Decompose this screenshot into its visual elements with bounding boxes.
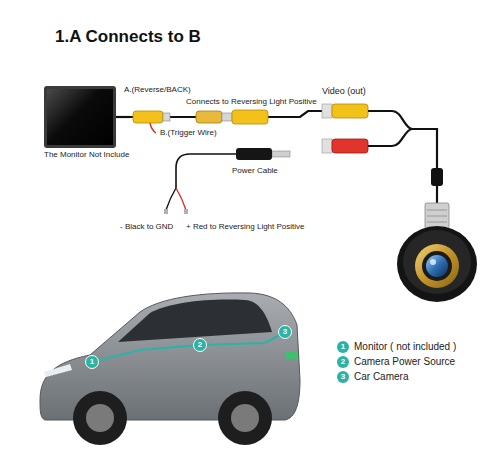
callout-number: 2 bbox=[198, 341, 202, 349]
list-markers bbox=[337, 341, 349, 383]
callout-circle bbox=[337, 341, 349, 353]
callout-circle bbox=[337, 356, 349, 368]
power-female-plug bbox=[322, 139, 368, 153]
camera-lens bbox=[426, 255, 448, 277]
rca-tip bbox=[222, 113, 232, 121]
camera-mount bbox=[425, 203, 449, 229]
video-out-connector: Video (out) bbox=[322, 86, 366, 125]
rca-body bbox=[196, 111, 222, 123]
rca-ring bbox=[322, 104, 332, 118]
rca-female bbox=[232, 110, 268, 124]
callout-label: B.(Trigger Wire) bbox=[160, 128, 217, 138]
positive-wire bbox=[176, 188, 186, 210]
car-headlight bbox=[44, 364, 72, 377]
rca-body bbox=[332, 104, 368, 118]
car-window bbox=[118, 300, 272, 342]
camera-cable bbox=[368, 111, 437, 168]
callout-circle bbox=[194, 339, 207, 352]
callout-label: Camera Power Source bbox=[354, 356, 455, 368]
rca-mating-pair bbox=[196, 110, 268, 124]
wire-terminal bbox=[184, 209, 188, 214]
callout-number: 3 bbox=[341, 373, 345, 381]
camera-cable bbox=[368, 129, 412, 146]
dc-tip bbox=[272, 151, 290, 157]
wheel-hub bbox=[86, 404, 114, 432]
power-wire bbox=[176, 154, 236, 188]
callout-label: Car Camera bbox=[354, 371, 408, 383]
callout-label: - Black to GND bbox=[120, 222, 173, 232]
car-wheel bbox=[218, 391, 272, 445]
lens-glint bbox=[430, 259, 436, 265]
callout-number: 1 bbox=[341, 343, 345, 351]
monitor: The Monitor Not Include bbox=[44, 86, 129, 160]
wire-terminal bbox=[164, 209, 168, 214]
camera-face bbox=[403, 230, 471, 294]
harness-line bbox=[92, 332, 285, 362]
node-label: Video (out) bbox=[322, 86, 366, 97]
callout-circle bbox=[86, 356, 99, 369]
car-camera bbox=[397, 203, 477, 302]
callout-number: 1 bbox=[90, 358, 94, 366]
lens-ring bbox=[415, 244, 459, 288]
license-plate bbox=[286, 352, 298, 359]
node-label: The Monitor Not Include bbox=[44, 150, 129, 160]
video-out-plug bbox=[322, 104, 368, 118]
wheel-hub bbox=[231, 404, 259, 432]
monitor-cable bbox=[116, 116, 130, 118]
callout-circle bbox=[279, 326, 292, 339]
camera-housing bbox=[397, 226, 477, 302]
cable-box bbox=[431, 168, 443, 186]
trigger-wire bbox=[150, 123, 156, 133]
callout-label: A.(Reverse/BACK) bbox=[124, 85, 191, 95]
callout-label: + Red to Reversing Light Positive bbox=[186, 222, 305, 232]
callout-label: Connects to Reversing Light Positive bbox=[186, 97, 317, 107]
dc-body bbox=[332, 139, 368, 153]
monitor-screen bbox=[44, 86, 116, 148]
callout-label: Monitor ( not included ) bbox=[354, 341, 456, 353]
callout-number: 3 bbox=[283, 328, 287, 336]
ground-wire bbox=[166, 188, 176, 210]
dc-ring bbox=[322, 139, 332, 153]
rca-tip bbox=[163, 113, 170, 121]
power-cable bbox=[164, 148, 290, 214]
rca-plug-a bbox=[133, 111, 170, 123]
rca-body bbox=[133, 111, 163, 123]
car-illustration bbox=[40, 293, 300, 445]
car-wheel bbox=[73, 391, 127, 445]
dc-plug bbox=[236, 148, 272, 160]
connector-spacer bbox=[322, 97, 366, 125]
callout-circle bbox=[337, 371, 349, 383]
mount-thread bbox=[427, 210, 447, 222]
callout-number: 2 bbox=[341, 358, 345, 366]
diagram-title: 1.A Connects to B bbox=[55, 27, 201, 47]
camera-cable bbox=[436, 186, 438, 205]
lens-bezel bbox=[422, 251, 452, 281]
callout-label: Power Cable bbox=[232, 166, 278, 176]
